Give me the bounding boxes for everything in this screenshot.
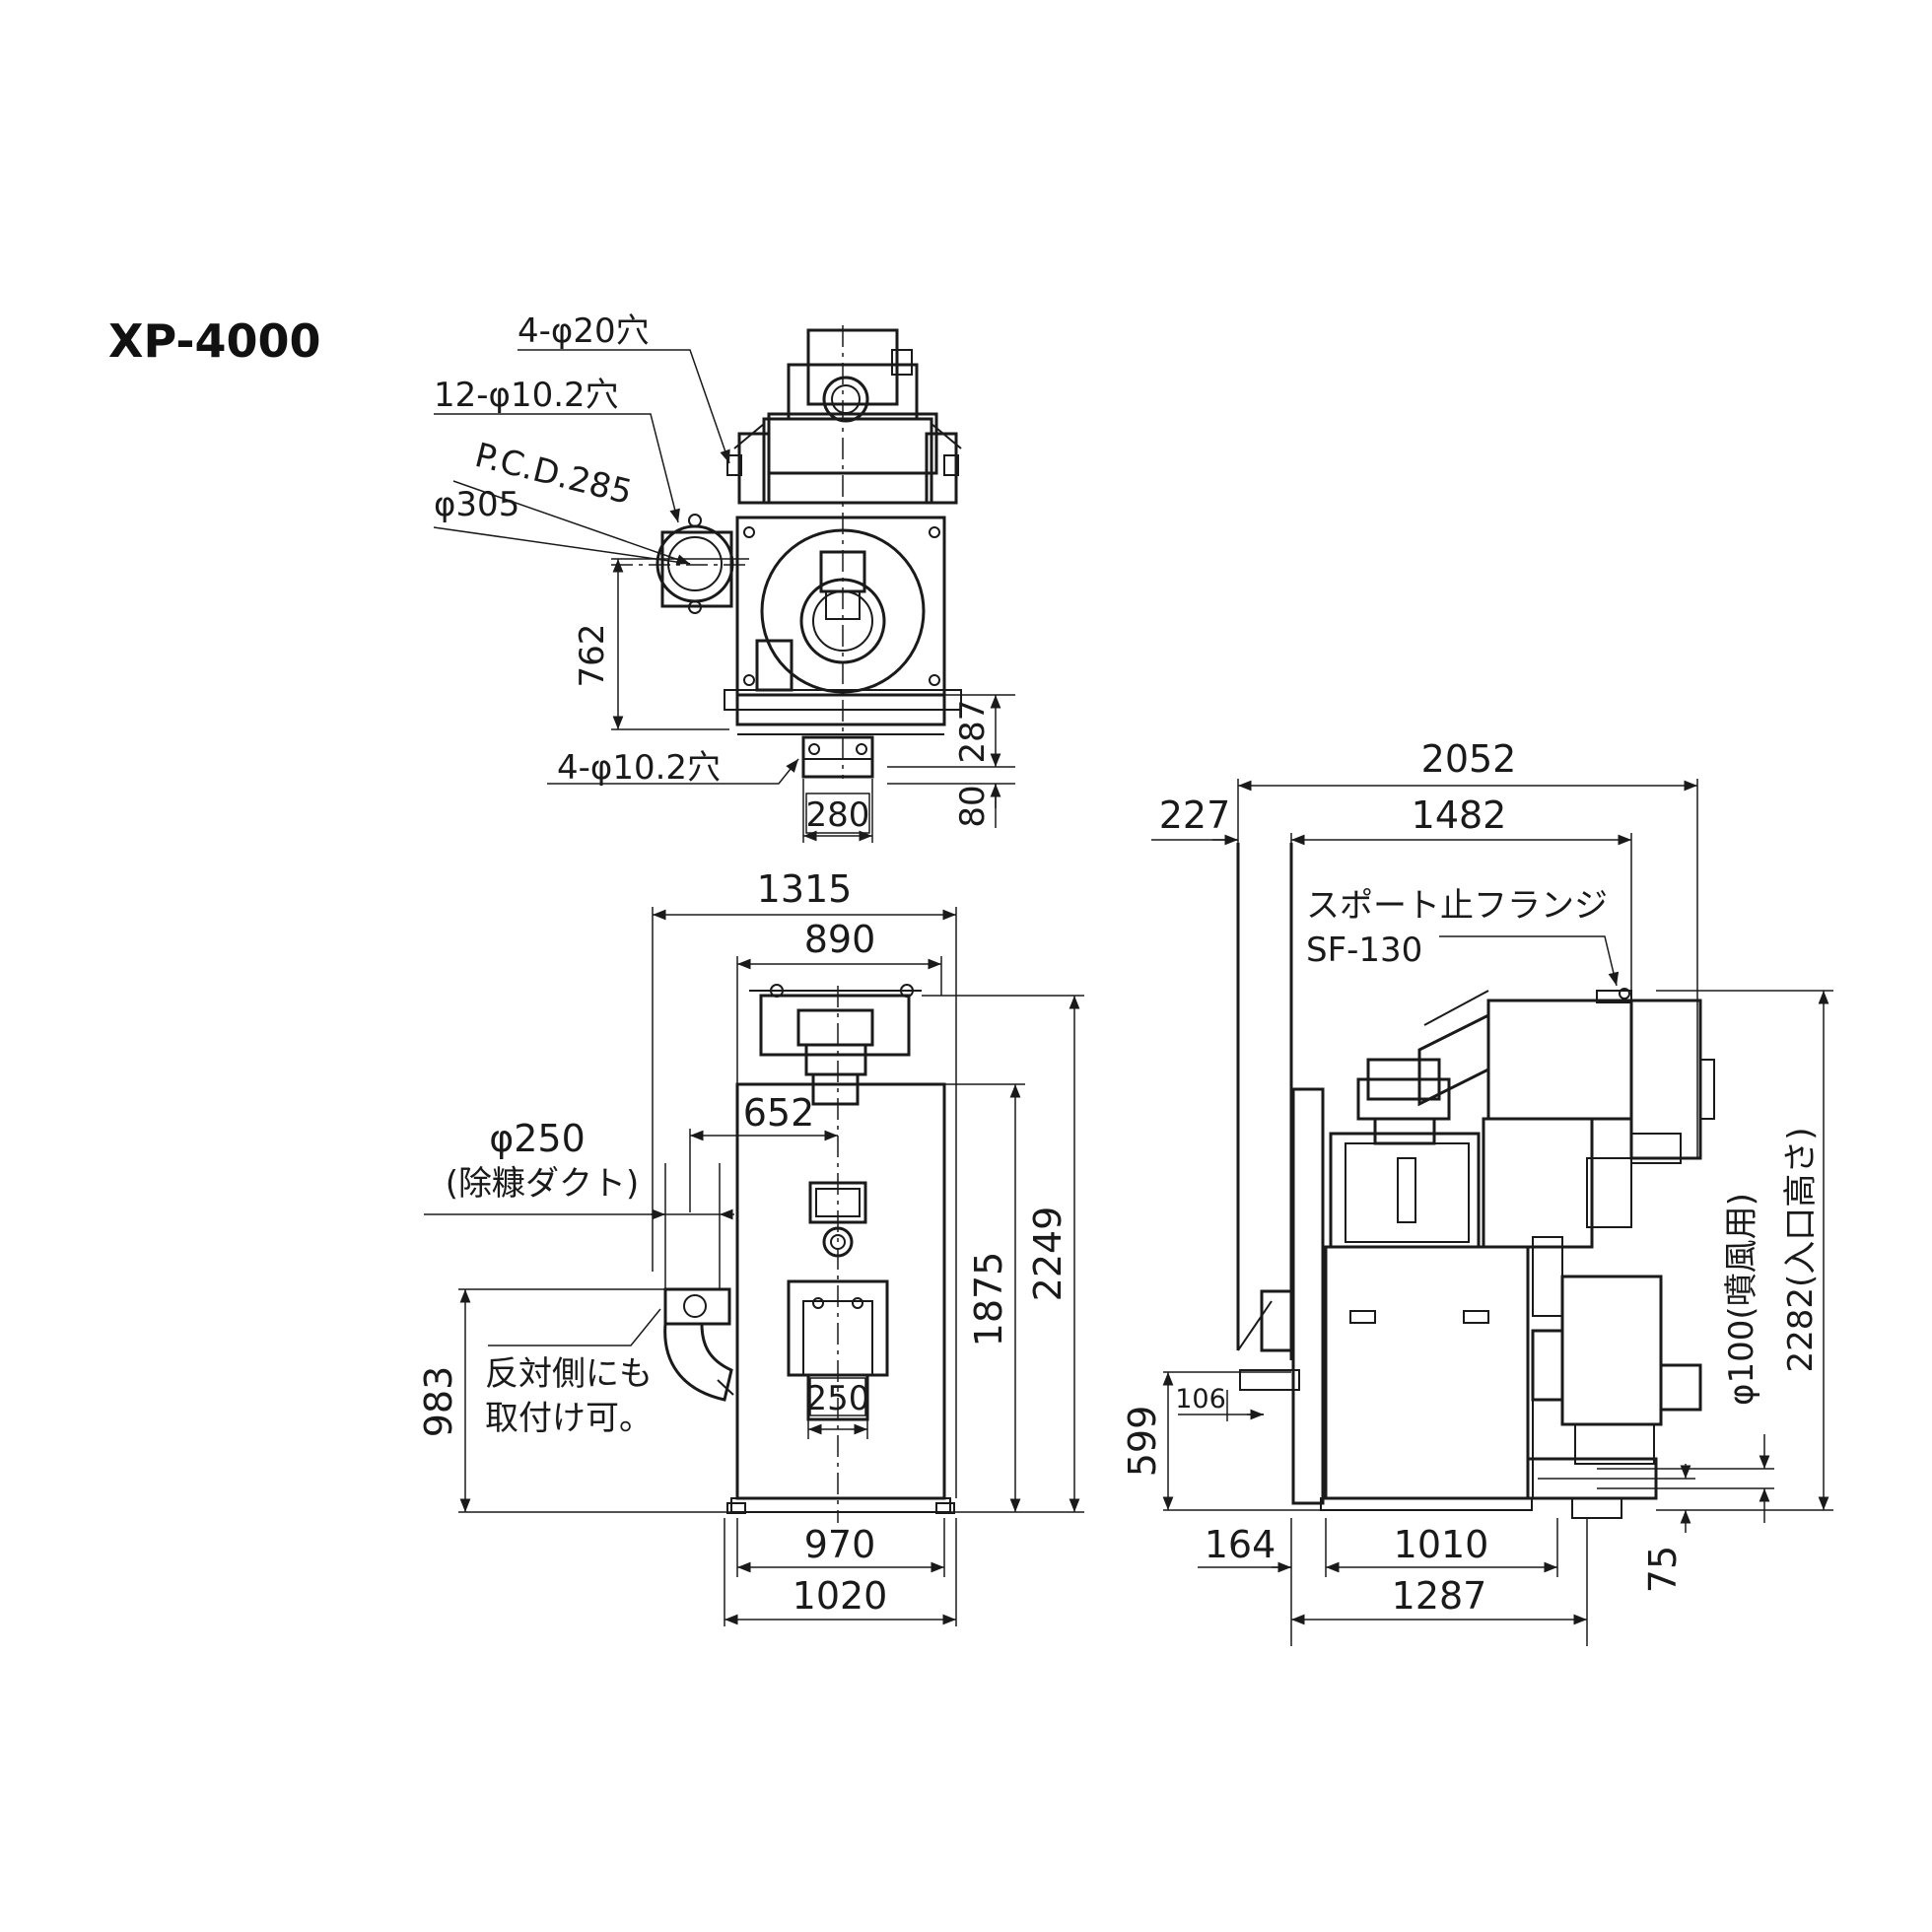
dim-1287: 1287 [1392,1574,1487,1618]
dim-970: 970 [804,1523,876,1566]
dim-250-door: 250 [806,1379,870,1418]
drawing-title: XP-4000 [108,314,321,368]
label-duct-phi250: φ250 [489,1117,586,1160]
label-holes-4-phi10: 4-φ10.2穴 [557,748,721,788]
dim-762: 762 [573,624,612,688]
dim-2052: 2052 [1421,737,1517,781]
top-view: 4-φ20穴 12-φ10.2穴 P.C.D.285 φ305 762 287 … [433,311,1015,843]
dim-106: 106 [1175,1384,1226,1414]
dim-1010: 1010 [1394,1523,1489,1566]
dim-652: 652 [743,1091,815,1135]
dim-227: 227 [1159,794,1231,837]
dim-1875: 1875 [967,1252,1010,1347]
dim-983: 983 [417,1366,460,1438]
dim-890: 890 [804,918,876,961]
dim-1482: 1482 [1412,794,1507,837]
label-holes-4-phi20: 4-φ20穴 [518,311,650,351]
dim-75: 75 [1641,1546,1685,1593]
label-holes-12-phi10: 12-φ10.2穴 [434,376,619,415]
label-duct-name: (除糠ダクト) [446,1164,640,1204]
side-view: 2052 227 1482 スポート止フランジ SF-130 106 599 1… [1121,737,1833,1646]
dim-phi100: φ100(噴風用) [1722,1193,1761,1406]
dim-1020: 1020 [793,1574,888,1618]
dim-1315: 1315 [757,867,853,911]
dim-164: 164 [1205,1523,1276,1566]
label-phi-305: φ305 [434,485,519,524]
label-spout-model: SF-130 [1306,931,1422,970]
dim-2249: 2249 [1026,1207,1070,1302]
dim-80: 80 [953,785,993,827]
dim-280: 280 [806,795,870,835]
note-line-2: 取付け可。 [485,1399,653,1438]
dim-2282: 2282(入口高さ) [1781,1127,1821,1372]
front-view: 1315 890 652 φ250 (除糠ダクト) 983 反対側にも 取付け可… [417,867,1084,1626]
dim-287: 287 [953,700,993,764]
note-line-1: 反対側にも [485,1354,653,1394]
label-spout-flange: スポート止フランジ [1306,886,1608,926]
dim-599: 599 [1121,1406,1164,1478]
